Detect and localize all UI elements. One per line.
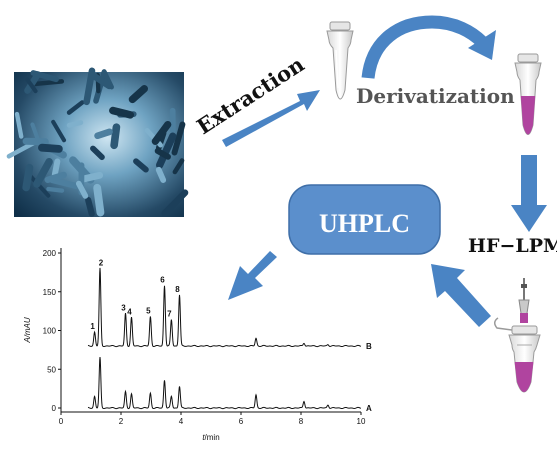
arrow-to-tube — [222, 90, 320, 147]
peak-label-1: 1 — [90, 322, 95, 331]
peak-label-4: 4 — [127, 307, 132, 316]
x-tick-label: 2 — [119, 417, 124, 426]
uhplc-box: UHPLC — [288, 184, 441, 255]
x-axis-label-italic: t — [202, 433, 205, 442]
peak-label-8: 8 — [175, 285, 180, 294]
derivatized-tube-icon — [514, 53, 542, 135]
x-tick-label: 0 — [59, 417, 64, 426]
y-tick-label: 100 — [43, 327, 57, 336]
peak-label-5: 5 — [146, 307, 151, 316]
x-axis-label-unit: /min — [205, 433, 220, 442]
peak-label-3: 3 — [121, 303, 126, 312]
series-labels: BA — [366, 342, 372, 413]
empty-tube-icon — [326, 21, 354, 100]
y-tick-label: 150 — [43, 288, 57, 297]
y-tick-label: 50 — [47, 365, 56, 374]
x-tick-label: 6 — [239, 417, 244, 426]
x-ticks: 0 2 4 6 8 10 — [59, 412, 366, 426]
traces — [87, 267, 362, 410]
arrow-curved-to-derivatized-tube — [361, 15, 496, 79]
x-tick-label: 8 — [299, 417, 304, 426]
x-tick-label: 10 — [357, 417, 366, 426]
y-tick-label: 0 — [52, 404, 57, 413]
series-label-B: B — [366, 342, 372, 351]
y-ticks: 0 50 100 150 200 — [43, 249, 61, 413]
arrow-to-chromatogram — [228, 251, 277, 300]
bacteria-image — [6, 67, 189, 217]
peak-label-2: 2 — [99, 259, 104, 268]
arrow-to-uhplc — [431, 264, 491, 327]
y-tick-label: 200 — [43, 249, 57, 258]
derivatization-label: Derivatization — [356, 84, 515, 108]
trace-A — [87, 356, 362, 410]
peak-label-7: 7 — [167, 310, 172, 319]
trace-B — [87, 267, 362, 348]
x-axis-label: t/min — [202, 433, 219, 442]
hflpm-device-icon — [494, 278, 541, 393]
x-tick-label: 4 — [179, 417, 184, 426]
uhplc-label: UHPLC — [319, 209, 410, 238]
arrow-down-to-hflpm — [511, 155, 547, 232]
hflpm-label: HF−LPM — [468, 235, 557, 257]
peak-label-6: 6 — [160, 276, 165, 285]
y-axis-label: A/mAU — [23, 317, 32, 344]
series-label-A: A — [366, 404, 372, 413]
